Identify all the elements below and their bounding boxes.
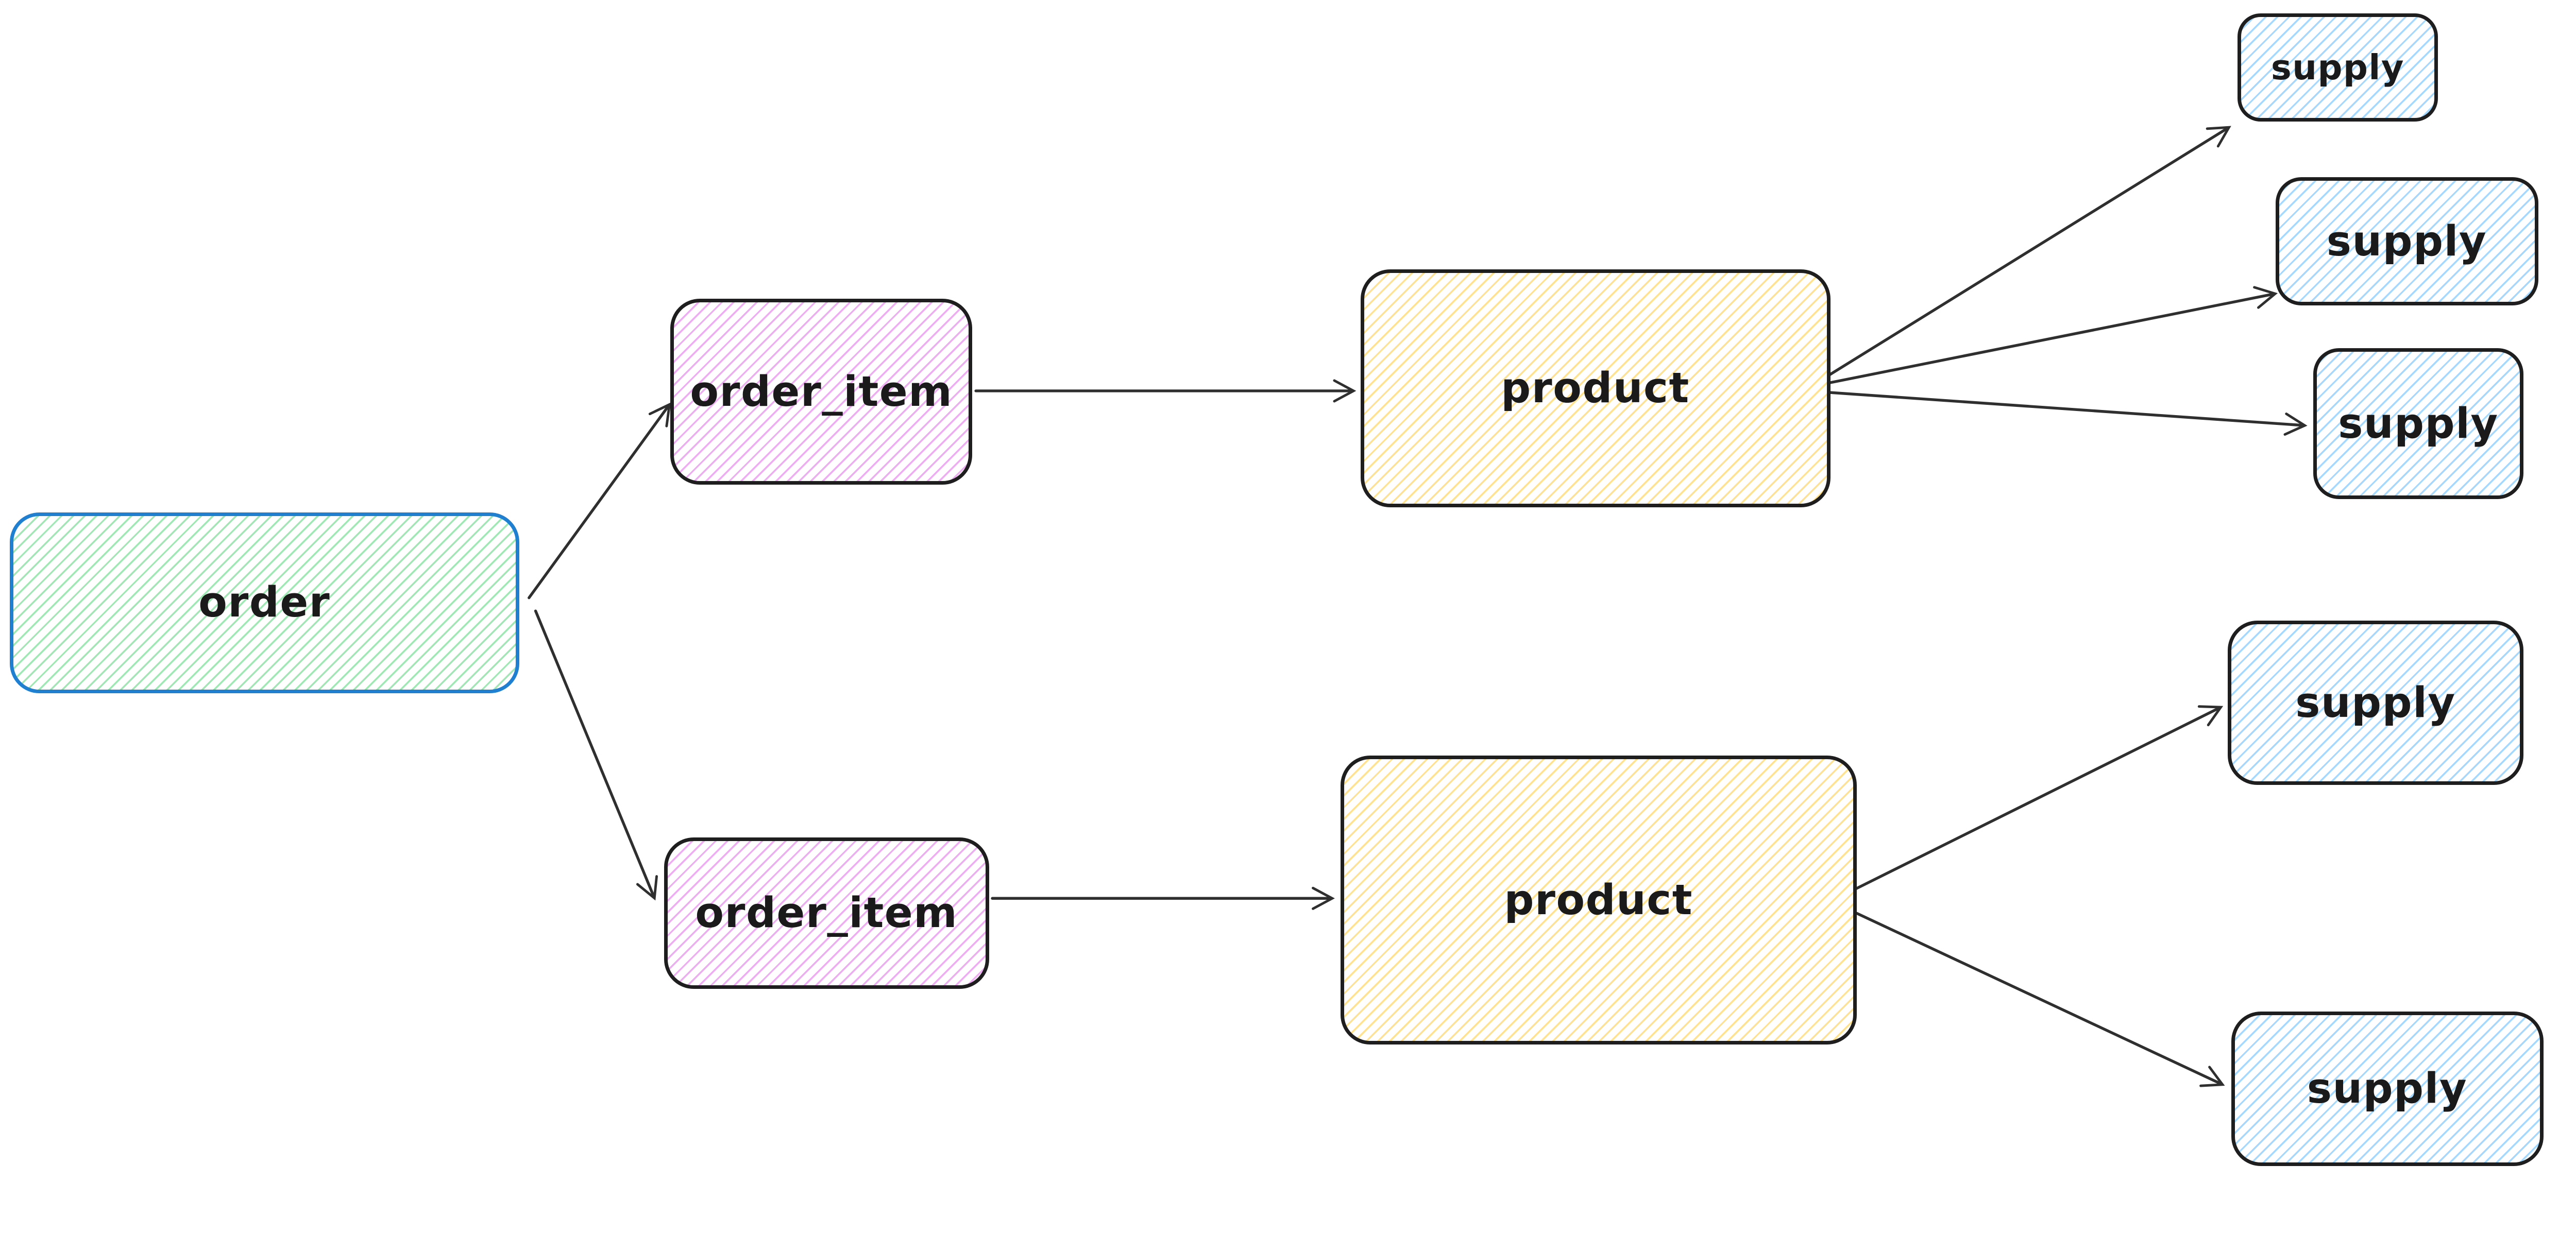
node-supply-3-label: supply: [2338, 399, 2499, 448]
node-supply-4-label: supply: [2295, 678, 2456, 727]
node-supply-2-label: supply: [2326, 217, 2487, 266]
node-product-2-label: product: [1504, 876, 1693, 924]
node-order[interactable]: order: [10, 512, 519, 693]
node-order-item-1[interactable]: order_item: [670, 299, 973, 485]
edges-layer: [528, 126, 2308, 1087]
arrow-product-2-to-supply-4[interactable]: [1855, 705, 2224, 890]
arrow-order-to-order-item-2[interactable]: [534, 609, 658, 901]
diagram-canvas[interactable]: order order_item order_item product prod…: [0, 0, 2576, 1176]
node-order-item-1-label: order_item: [690, 367, 953, 416]
arrow-product-1-to-supply-2[interactable]: [1828, 286, 2278, 384]
arrow-product-1-to-supply-3[interactable]: [1828, 391, 2308, 436]
node-supply-5[interactable]: supply: [2231, 1012, 2544, 1166]
node-supply-1-label: supply: [2270, 47, 2405, 88]
arrow-order-to-order-item-1[interactable]: [528, 402, 671, 600]
node-supply-1[interactable]: supply: [2238, 13, 2438, 122]
node-supply-3[interactable]: supply: [2313, 348, 2523, 500]
node-order-label: order: [198, 578, 331, 627]
node-supply-2[interactable]: supply: [2275, 177, 2538, 305]
arrow-product-1-to-supply-1[interactable]: [1828, 126, 2231, 376]
node-product-2[interactable]: product: [1341, 755, 1857, 1045]
node-supply-4[interactable]: supply: [2228, 621, 2523, 785]
node-order-item-2[interactable]: order_item: [664, 837, 989, 989]
node-supply-5-label: supply: [2307, 1065, 2468, 1114]
node-order-item-2-label: order_item: [695, 888, 958, 937]
node-product-1-label: product: [1501, 364, 1690, 413]
arrow-product-2-to-supply-5[interactable]: [1855, 912, 2225, 1087]
node-product-1[interactable]: product: [1360, 269, 1831, 508]
